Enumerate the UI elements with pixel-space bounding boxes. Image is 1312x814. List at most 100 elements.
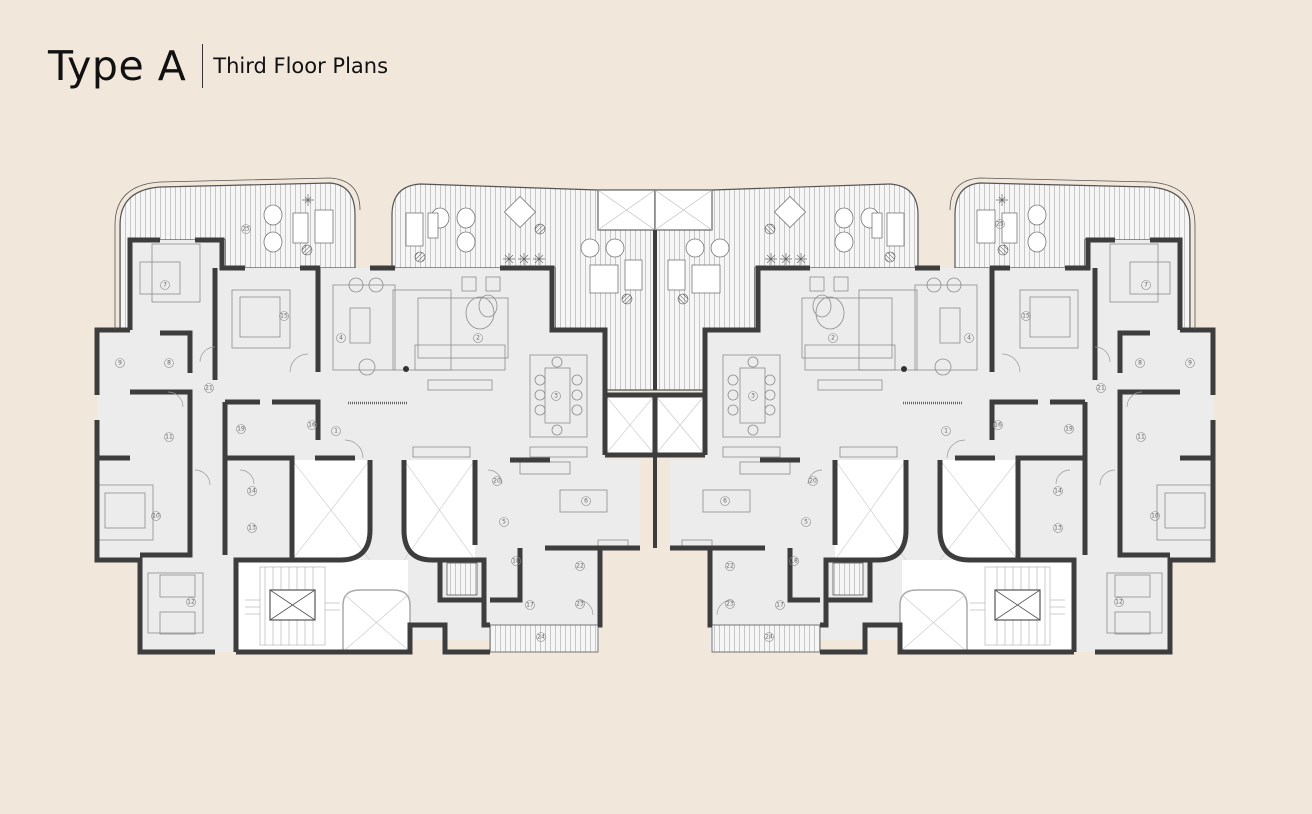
svg-text:8: 8 (1138, 360, 1142, 367)
svg-text:22: 22 (726, 563, 734, 570)
svg-text:6: 6 (723, 498, 727, 505)
svg-text:22: 22 (576, 563, 584, 570)
svg-text:1: 1 (944, 428, 948, 435)
room-label-right-service-entry: 23 (725, 599, 735, 609)
svg-text:21: 21 (205, 385, 213, 392)
room-label-left-closet: 13 (247, 523, 257, 533)
room-label-right-kids-bedroom: 12 (1114, 597, 1124, 607)
svg-text:18: 18 (512, 558, 520, 565)
room-label-right-storage: 19 (1064, 424, 1074, 434)
room-labels: 1234567891011121314151617181920212223242… (115, 219, 1195, 642)
room-label-left-walk-in-closet: 8 (164, 358, 174, 368)
room-label-right-bathroom-2: 11 (1136, 432, 1146, 442)
svg-text:1: 1 (334, 428, 338, 435)
room-label-left-master-bedroom: 7 (160, 280, 170, 290)
svg-text:2: 2 (476, 335, 480, 342)
room-label-right-maid-room: 17 (775, 600, 785, 610)
left-unit (97, 178, 655, 652)
room-label-left-living-room: 2 (473, 333, 483, 343)
svg-text:5: 5 (502, 519, 506, 526)
svg-text:16: 16 (308, 422, 316, 429)
svg-text:18: 18 (790, 558, 798, 565)
svg-text:25: 25 (996, 221, 1004, 228)
room-label-right-family-room: 4 (964, 333, 974, 343)
svg-text:7: 7 (163, 282, 167, 289)
room-label-right-service-corridor: 22 (725, 561, 735, 571)
svg-text:12: 12 (187, 599, 195, 606)
room-label-right-master-bath: 9 (1185, 358, 1195, 368)
svg-text:24: 24 (537, 634, 545, 641)
room-label-right-closet: 13 (1053, 523, 1063, 533)
room-label-right-service-balcony: 24 (764, 632, 774, 642)
room-label-right-kitchen: 6 (720, 496, 730, 506)
svg-text:14: 14 (1054, 488, 1062, 495)
svg-text:7: 7 (1144, 282, 1148, 289)
room-label-left-entrance-hall: 1 (331, 426, 341, 436)
room-label-left-master-bath: 9 (115, 358, 125, 368)
svg-text:17: 17 (526, 602, 534, 609)
room-label-left-maid-room: 17 (525, 600, 535, 610)
svg-text:11: 11 (165, 434, 173, 441)
svg-text:19: 19 (237, 426, 245, 433)
svg-text:23: 23 (576, 601, 584, 608)
room-label-right-living-room: 2 (828, 333, 838, 343)
room-label-left-kids-bedroom: 12 (186, 597, 196, 607)
svg-text:21: 21 (1097, 385, 1105, 392)
svg-text:3: 3 (554, 393, 558, 400)
svg-text:14: 14 (248, 488, 256, 495)
svg-text:19: 19 (1065, 426, 1073, 433)
svg-text:20: 20 (809, 478, 817, 485)
room-label-right-powder-room: 16 (993, 420, 1003, 430)
room-label-left-kitchen: 6 (581, 496, 591, 506)
room-label-right-pantry: 20 (808, 476, 818, 486)
svg-text:15: 15 (1022, 313, 1030, 320)
svg-text:9: 9 (1188, 360, 1192, 367)
room-label-right-master-bedroom: 7 (1141, 280, 1151, 290)
plan-subtitle: Third Floor Plans (213, 54, 389, 78)
svg-text:20: 20 (493, 478, 501, 485)
svg-text:17: 17 (776, 602, 784, 609)
svg-text:13: 13 (248, 525, 256, 532)
plan-type-title: Type A (48, 41, 187, 90)
svg-text:4: 4 (967, 335, 971, 342)
room-label-right-bathroom-3: 14 (1053, 486, 1063, 496)
room-label-left-terrace: 25 (241, 224, 251, 234)
title-divider (202, 44, 204, 88)
svg-text:4: 4 (339, 335, 343, 342)
room-label-left-service-balcony: 24 (536, 632, 546, 642)
room-label-right-entrance-hall: 1 (941, 426, 951, 436)
room-label-right-bedroom-2: 10 (1150, 511, 1160, 521)
svg-text:23: 23 (726, 601, 734, 608)
room-label-right-dining-area: 3 (748, 391, 758, 401)
svg-text:10: 10 (1151, 513, 1159, 520)
room-label-left-service-entry: 23 (575, 599, 585, 609)
svg-text:2: 2 (831, 335, 835, 342)
room-label-right-walk-in-closet: 8 (1135, 358, 1145, 368)
svg-text:10: 10 (152, 513, 160, 520)
svg-text:24: 24 (765, 634, 773, 641)
svg-text:12: 12 (1115, 599, 1123, 606)
svg-text:15: 15 (280, 313, 288, 320)
room-label-right-guest-wc: 5 (801, 517, 811, 527)
room-label-left-maid-bath: 18 (511, 556, 521, 566)
room-label-left-corridor: 21 (204, 383, 214, 393)
svg-text:6: 6 (584, 498, 588, 505)
room-label-right-bedroom-3: 15 (1021, 311, 1031, 321)
room-label-left-bathroom-3: 14 (247, 486, 257, 496)
room-label-left-storage: 19 (236, 424, 246, 434)
right-unit (655, 178, 1213, 652)
room-label-left-powder-room: 16 (307, 420, 317, 430)
room-label-left-guest-wc: 5 (499, 517, 509, 527)
svg-text:9: 9 (118, 360, 122, 367)
room-label-left-family-room: 4 (336, 333, 346, 343)
title-block: Type A Third Floor Plans (48, 44, 388, 88)
room-label-left-dining-area: 3 (551, 391, 561, 401)
svg-text:11: 11 (1137, 434, 1145, 441)
room-label-right-corridor: 21 (1096, 383, 1106, 393)
room-label-left-bedroom-3: 15 (279, 311, 289, 321)
svg-text:25: 25 (242, 226, 250, 233)
room-label-left-service-corridor: 22 (575, 561, 585, 571)
room-label-right-maid-bath: 18 (789, 556, 799, 566)
svg-text:8: 8 (167, 360, 171, 367)
